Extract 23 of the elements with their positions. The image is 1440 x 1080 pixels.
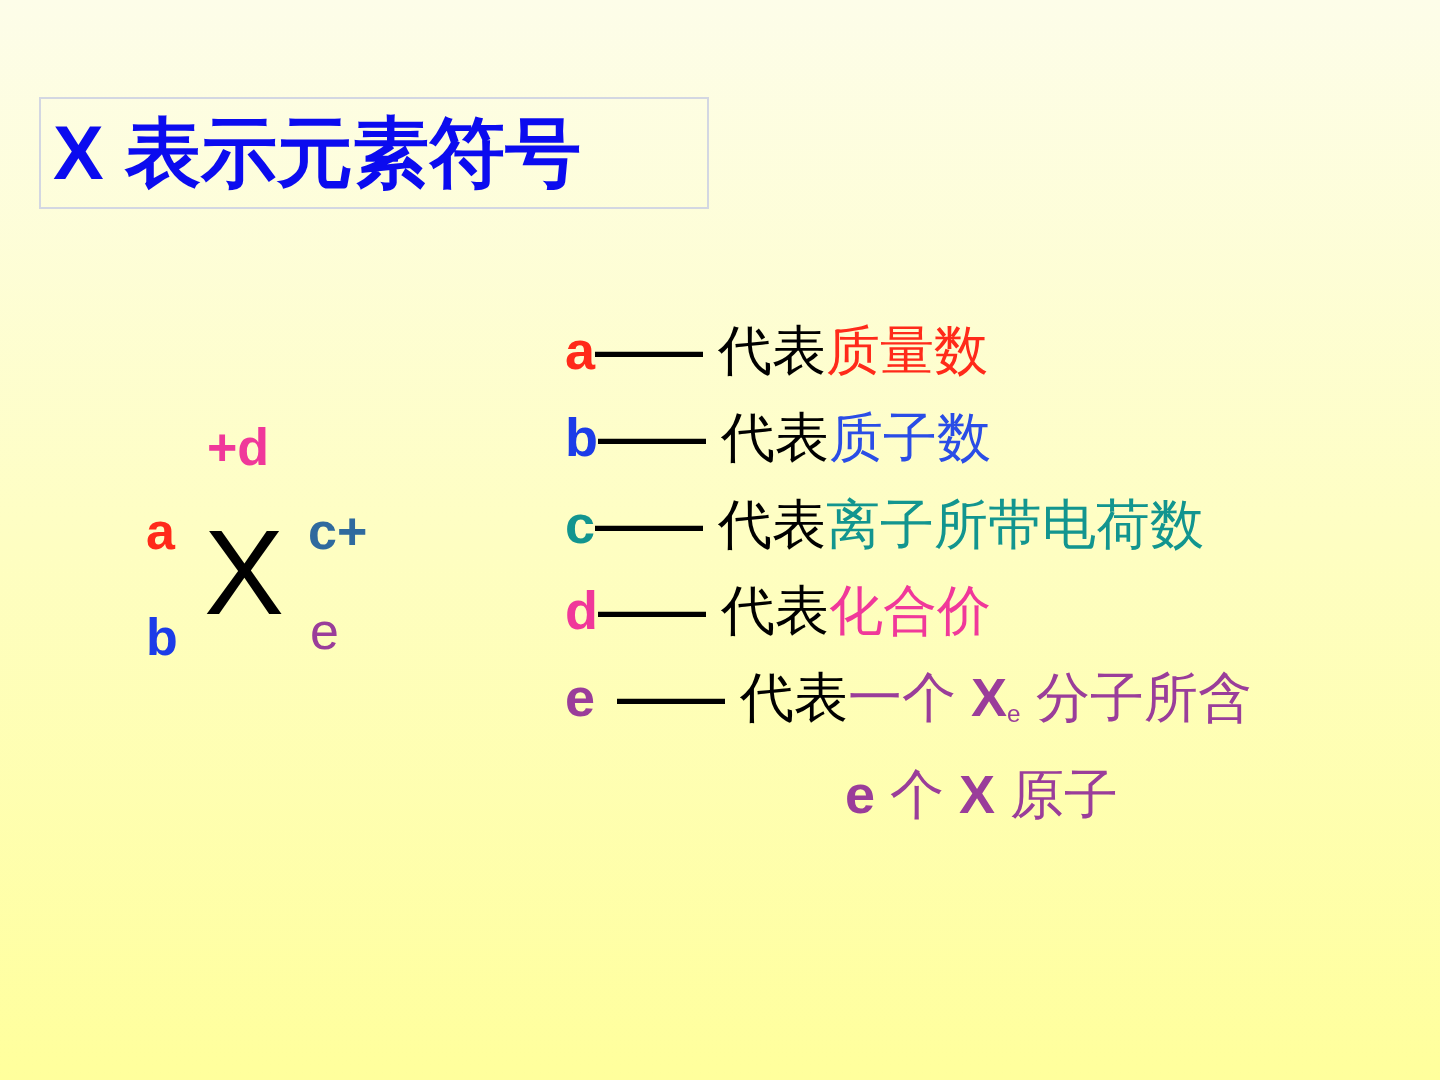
variable-letter: d	[565, 583, 598, 637]
definition-text: 化合价	[829, 583, 991, 637]
variable-letter: c	[565, 497, 596, 551]
definition-prefix: —— 代表	[617, 670, 849, 724]
definition-text: 一个 X$_{e}$ 分子所含	[848, 670, 1252, 727]
variable-letter: b	[565, 410, 598, 464]
definition-prefix: —— 代表	[598, 583, 829, 637]
slide-title: X 表示元素符号	[39, 97, 709, 209]
variable-letter: a	[565, 323, 596, 377]
definition-prefix: —— 代表	[598, 410, 829, 464]
variable-letter: e	[565, 670, 596, 724]
definition-prefix: —— 代表	[595, 323, 827, 377]
definition-text: 质量数	[826, 323, 989, 377]
definition-prefix: —— 代表	[595, 497, 827, 551]
symbol-index-label: b	[146, 611, 178, 663]
definition-text: 质子数	[829, 410, 991, 464]
symbol-index-label: c+	[308, 505, 368, 557]
symbol-index-label: e	[310, 605, 339, 657]
symbol-index-label: a	[146, 505, 175, 557]
element-symbol: X	[204, 512, 285, 632]
definition-text: e 个 X 原子	[845, 767, 1119, 821]
definition-text: 离子所带电荷数	[826, 497, 1205, 551]
symbol-index-label: +d	[207, 421, 270, 473]
